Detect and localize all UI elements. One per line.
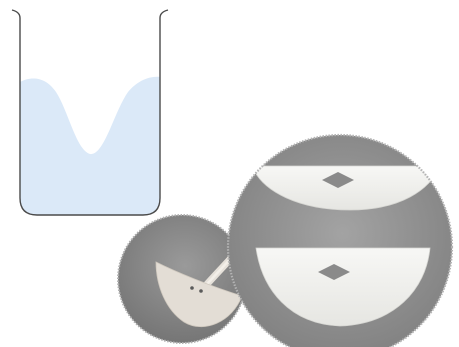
- vortex-liquid: [14, 77, 166, 222]
- beaker-icon: [12, 10, 168, 222]
- large-blade-photo: [225, 130, 459, 347]
